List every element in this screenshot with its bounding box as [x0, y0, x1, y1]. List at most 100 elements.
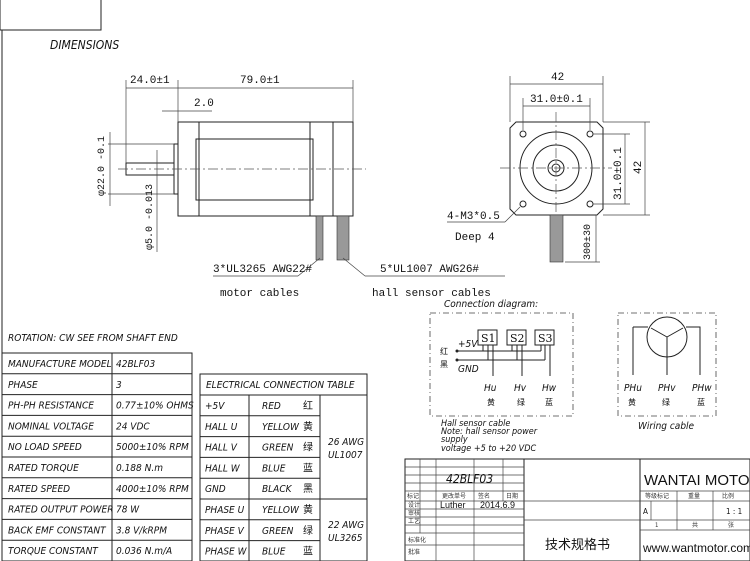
hall-cable-spec: 5*UL1007 AWG26# [380, 264, 479, 276]
tb-role-process: 工艺 [408, 517, 420, 525]
tb-scale: 1 : 1 [726, 507, 742, 516]
tb-date: 2014.6.9 [480, 500, 515, 510]
dim-hole-spacing-v: 31.0±0.1 [613, 147, 625, 200]
dim-body-length: 79.0±1 [240, 75, 280, 87]
spec-label: RATED OUTPUT POWER [8, 505, 114, 516]
elec-signal: HALL U [205, 422, 238, 433]
elec-color: GREEN [262, 443, 294, 454]
elec-color: YELLOW [262, 422, 300, 433]
elec-signal: PHASE W [205, 547, 248, 558]
dim-flange: 2.0 [194, 98, 214, 110]
spec-value: 24 VDC [116, 421, 150, 432]
hall-cable-label: hall sensor cables [372, 288, 491, 300]
hall-hw-color: 蓝 [545, 397, 553, 407]
tb-grade: A [643, 507, 648, 516]
sensor-s2: S2 [510, 332, 525, 345]
elec-color: GREEN [262, 526, 294, 537]
phase-phu: PHu [624, 383, 642, 394]
tb-role-design: 设计 [408, 501, 420, 509]
tb-header-sign: 签名 [478, 492, 490, 500]
side-view [108, 80, 505, 277]
hall-hu-color: 黄 [487, 397, 495, 407]
elec-color-cn: 红 [303, 399, 313, 412]
spec-label: NO LOAD SPEED [8, 442, 82, 453]
tb-role-review: 审核 [408, 509, 420, 517]
elec-color-cn: 蓝 [303, 462, 313, 474]
elec-color: BLUE [262, 547, 286, 558]
spec-label: RATED SPEED [8, 484, 70, 495]
elec-color-cn: 蓝 [303, 546, 313, 558]
spec-value: 0.77±10% OHMS [116, 401, 194, 412]
sensor-s3: S3 [538, 332, 553, 345]
spec-label: TORQUE CONSTANT [8, 546, 99, 557]
note-line-4: voltage +5 to +20 VDC [441, 444, 536, 454]
elec-signal: HALL W [205, 463, 241, 474]
dim-holes-depth: Deep 4 [455, 232, 495, 244]
dim-hole-spacing-h: 31.0±0.1 [530, 94, 583, 106]
connection-box [429, 312, 574, 417]
tb-header-change: 更改单号 [442, 492, 466, 500]
dim-height: 42 [633, 161, 645, 174]
spec-value: 0.036 N.m/A [116, 546, 172, 557]
note-line-2: Note: hall sensor power [441, 427, 538, 437]
elec-signal: PHASE U [205, 505, 245, 516]
tb-designer: Luther [440, 500, 466, 510]
tb-role-standard: 标准化 [408, 536, 426, 544]
wiring-caption: Wiring cable [638, 421, 695, 432]
spec-label: NOMINAL VOLTAGE [8, 421, 94, 432]
phase-phu-color: 黄 [628, 397, 636, 407]
tb-weight-label: 重量 [688, 492, 700, 500]
spec-label: PHASE [8, 380, 38, 391]
tb-total-label: 共 [692, 521, 698, 529]
dim-shaft-dia: φ5.0 -0.013 [145, 184, 156, 250]
tb-scale-label: 比例 [722, 492, 734, 500]
elec-group-ul: UL1007 [328, 450, 363, 461]
spec-label: MANUFACTURE MODEL [8, 359, 112, 370]
black-cn-label: 黑 [440, 360, 448, 369]
elec-color-cn: 绿 [303, 524, 313, 537]
tb-website: www.wantmotor.com [642, 541, 750, 555]
hall-hv: Hv [514, 383, 527, 394]
hall-hv-color: 绿 [517, 398, 525, 407]
phase-phw: PHw [692, 383, 712, 394]
spec-value: 78 W [116, 505, 140, 516]
tb-sheet: 1 [655, 522, 658, 529]
connection-title: Connection diagram: [444, 299, 538, 310]
phase-phv-color: 绿 [662, 398, 670, 407]
elec-signal: GND [205, 484, 226, 495]
elec-color-cn: 绿 [303, 441, 313, 454]
elec-signal: +5V [205, 401, 225, 412]
note-line-1: Hall sensor cable [441, 419, 510, 429]
tb-header-mark: 标记 [407, 492, 419, 500]
elec-group-ul: UL3265 [328, 533, 363, 544]
dim-cable-length: 300±30 [583, 224, 594, 260]
tb-sheets-label: 张 [728, 521, 734, 529]
tb-header-date: 日期 [506, 492, 518, 500]
elec-color-cn: 黑 [303, 483, 313, 495]
title-block [404, 458, 750, 561]
spec-label: PH-PH RESISTANCE [8, 401, 94, 412]
elec-color: RED [262, 401, 281, 412]
tb-grade-label: 等级标记 [645, 492, 669, 500]
phase-phw-color: 蓝 [697, 397, 705, 407]
spec-value: 4000±10% RPM [116, 484, 189, 495]
elec-color: BLUE [262, 463, 286, 474]
phase-phv: PHv [658, 383, 676, 394]
spec-value: 3 [116, 380, 122, 391]
elec-color: BLACK [262, 484, 293, 495]
plus5v-label: +5V [458, 339, 478, 350]
tb-company: WANTAI MOTOR [644, 472, 750, 489]
elec-color-cn: 黄 [303, 503, 313, 516]
corner-box [0, 0, 102, 31]
spec-label: RATED TORQUE [8, 463, 79, 474]
dim-shaft-length: 24.0±1 [130, 75, 170, 87]
sensor-s1: S1 [481, 332, 496, 345]
section-title: DIMENSIONS [50, 38, 119, 52]
elec-group-awg: 26 AWG [328, 437, 364, 448]
spec-value: 3.8 V/kRPM [116, 525, 167, 536]
motor-cable-spec: 3*UL3265 AWG22# [213, 264, 312, 276]
red-cn-label: 红 [440, 346, 448, 356]
elec-color-cn: 黄 [303, 420, 313, 433]
